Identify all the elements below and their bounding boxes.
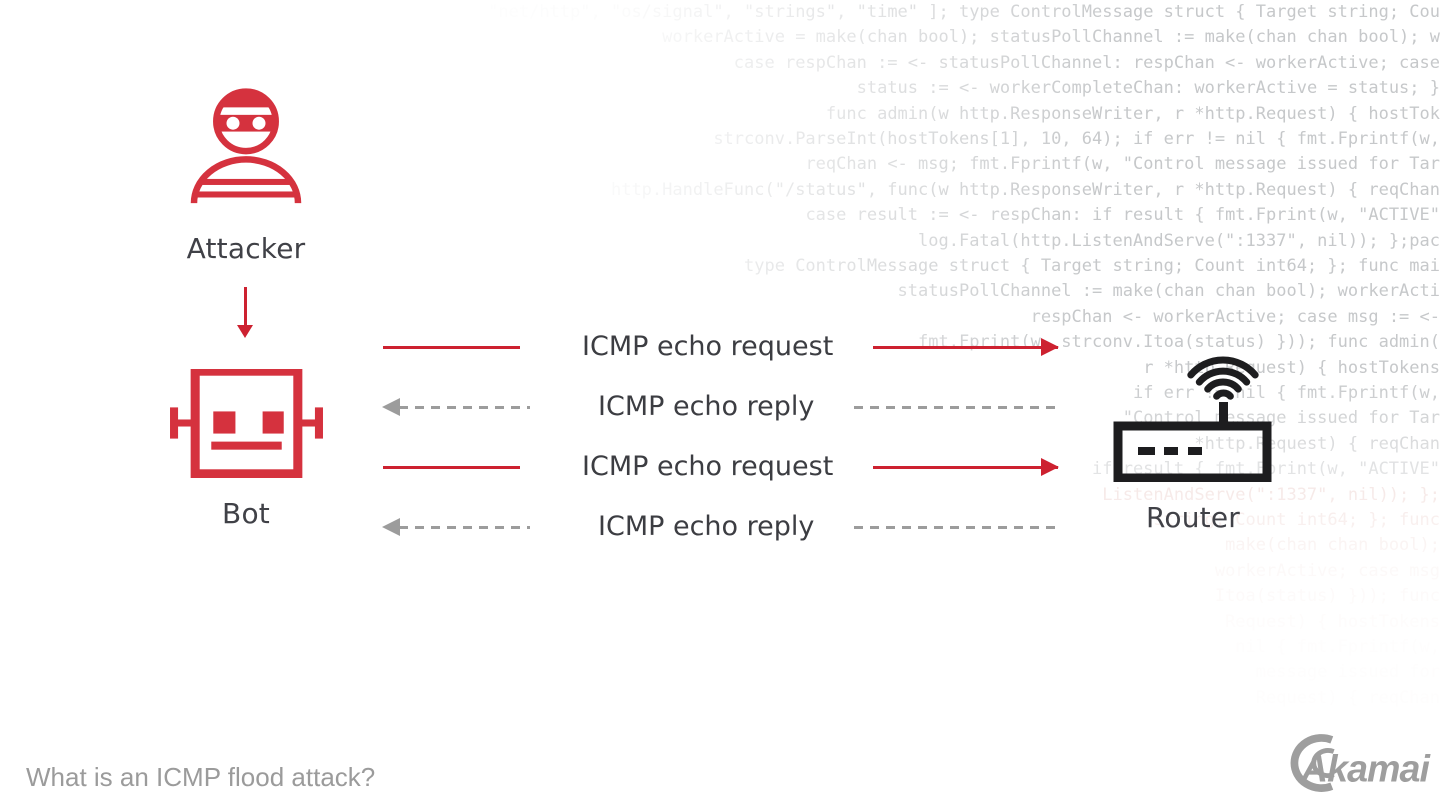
request-arrow-right-icon xyxy=(873,457,1059,476)
caption: What is an ICMP flood attack? xyxy=(26,762,376,792)
code-line: make(chan chan bool); xyxy=(1225,535,1440,556)
bot-robot-icon xyxy=(169,366,323,479)
flow-label: ICMP echo request xyxy=(582,331,834,362)
router-node: Router xyxy=(1093,346,1293,534)
attacker-to-bot-arrow xyxy=(237,287,253,338)
reply-line-right xyxy=(854,405,1058,409)
request-line-left xyxy=(383,345,520,349)
code-line: reqChan <- msg; fmt.Fprintf(w, "Control … xyxy=(805,154,1440,175)
akamai-logo: Akamai xyxy=(1272,732,1436,796)
code-line: statusPollChannel := make(chan chan bool… xyxy=(897,281,1440,302)
flow-label: ICMP echo reply xyxy=(598,511,815,542)
akamai-logo-text: Akamai xyxy=(1300,747,1432,789)
code-line: log.Fatal(http.ListenAndServe(":1337", n… xyxy=(918,230,1440,251)
flow-icmp-reply-1: ICMP echo reply xyxy=(382,389,1058,425)
flow-label: ICMP echo request xyxy=(582,451,834,482)
code-line: workerActive = make(chan bool); statusPo… xyxy=(662,27,1440,48)
code-line: Request) { hostTokens xyxy=(1225,611,1440,632)
code-line: case result := <- respChan: if result { … xyxy=(805,205,1440,226)
code-line: status := <- workerCompleteChan: workerA… xyxy=(856,78,1440,99)
bot-node: Bot xyxy=(146,366,346,530)
reply-arrow-left-icon xyxy=(382,397,530,416)
code-line: strconv.ParseInt(hostTokens[1], 10, 64);… xyxy=(713,129,1440,149)
flow-icmp-reply-2: ICMP echo reply xyxy=(382,509,1058,545)
code-line: "net/http", "os/signal", "strings", "tim… xyxy=(488,2,1440,22)
code-line: http.HandleFunc("/status", func(w http.R… xyxy=(610,179,1440,200)
attacker-label: Attacker xyxy=(186,232,306,265)
flow-label: ICMP echo reply xyxy=(598,391,815,422)
code-line: func admin(w http.ResponseWriter, r *htt… xyxy=(825,103,1440,124)
reply-line-right xyxy=(854,525,1058,529)
code-line: workerActive; case msg xyxy=(1214,560,1440,581)
bot-label: Bot xyxy=(222,497,270,530)
flow-icmp-request-1: ICMP echo request xyxy=(383,329,1059,365)
attacker-node: Attacker xyxy=(146,84,346,265)
request-arrow-right-icon xyxy=(873,337,1059,356)
request-line-left xyxy=(383,465,520,469)
router-label: Router xyxy=(1146,501,1240,534)
attacker-bandit-icon xyxy=(190,88,302,204)
code-line: respChan <- workerActive; case msg := <- xyxy=(1030,306,1440,327)
code-line: Request) { reqChan xyxy=(1255,687,1440,708)
code-line: nil { fmt.Fprintf(w, xyxy=(1235,637,1440,657)
reply-arrow-left-icon xyxy=(382,517,530,536)
code-line: message issued for xyxy=(1255,662,1440,683)
flow-icmp-request-2: ICMP echo request xyxy=(383,449,1059,485)
code-line: type ControlMessage struct { Target stri… xyxy=(744,256,1440,276)
akamai-swoosh-icon: Akamai xyxy=(1290,734,1432,792)
code-line: case respChan := <- statusPollChannel: r… xyxy=(733,52,1440,73)
code-line: Itoa(status) })); func xyxy=(1214,586,1440,607)
router-wifi-icon xyxy=(1113,356,1272,483)
